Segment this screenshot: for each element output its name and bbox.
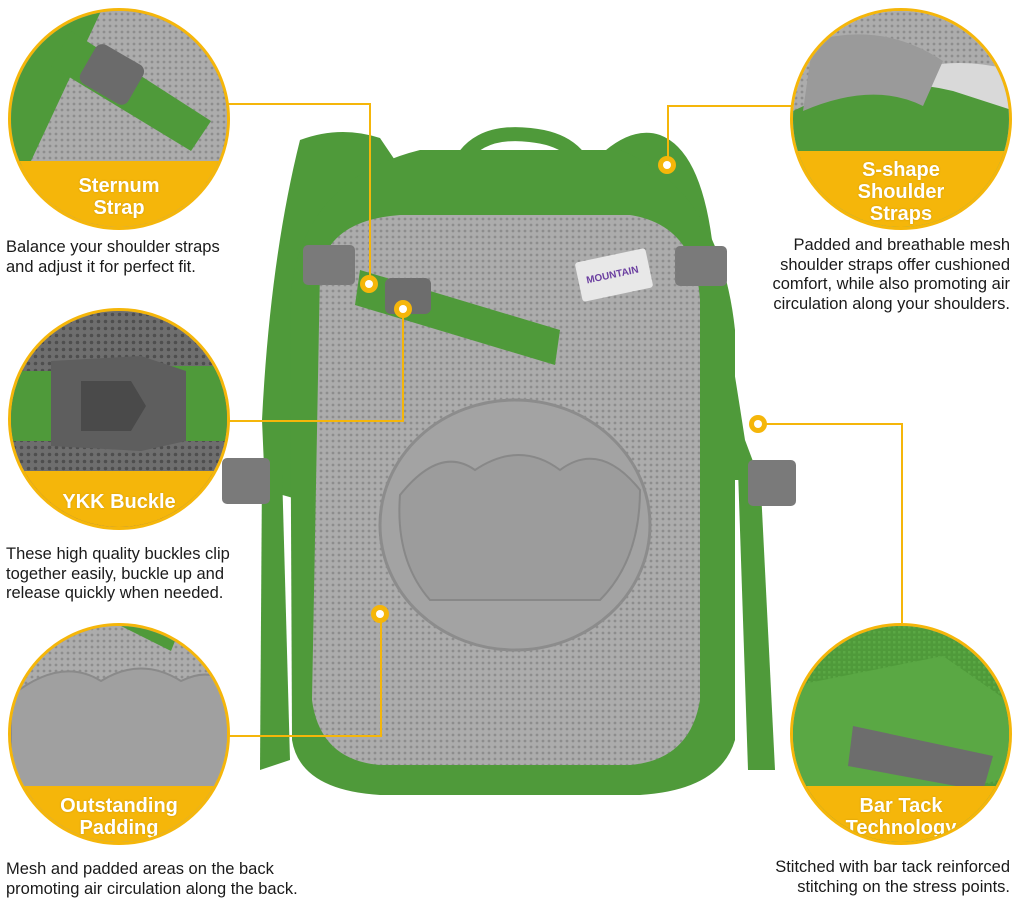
- padding-title-line1: Outstanding: [60, 795, 178, 817]
- ykk-buckle-zoom: YKK Buckle: [8, 308, 230, 530]
- padding-desc-line1: Mesh and padded areas on the back: [6, 860, 274, 878]
- hotspot-sternum[interactable]: [360, 275, 378, 293]
- bartack-desc-line2: stitching on the stress points.: [797, 877, 1010, 896]
- bar-tack-zoom: Bar Tack Technology: [790, 623, 1012, 845]
- shoulder-straps-description: Padded and breathable mesh shoulder stra…: [700, 236, 1010, 314]
- sternum-strap-description: Balance your shoulder straps and adjust …: [6, 238, 266, 277]
- padding-title-line2: Padding: [79, 817, 159, 839]
- leader-padding-h: [225, 735, 382, 737]
- padding-desc-line2: promoting air circulation along the back…: [6, 879, 298, 898]
- sternum-title-line1: Sternum: [78, 175, 160, 197]
- leader-sternum-v: [369, 103, 371, 283]
- padding-banner: Outstanding Padding: [11, 786, 227, 842]
- right-bottom-strap: [738, 470, 775, 770]
- bar-tack-banner: Bar Tack Technology: [793, 786, 1009, 842]
- shoulder-straps-zoom: S-shape Shoulder Straps: [790, 8, 1012, 230]
- hotspot-padding[interactable]: [371, 605, 389, 623]
- leader-buckle-h: [228, 420, 404, 422]
- leader-bartack-v: [901, 423, 903, 645]
- shoulder-desc-line4: circulation along your shoulders.: [773, 294, 1010, 313]
- ykk-buckle-description: These high quality buckles clip together…: [6, 545, 266, 604]
- leader-padding-v: [380, 615, 382, 737]
- shoulder-desc-line1: Padded and breathable mesh: [793, 236, 1011, 254]
- bar-tack-description: Stitched with bar tack reinforced stitch…: [700, 858, 1010, 897]
- bartack-title-line2: Technology: [845, 817, 957, 839]
- sternum-desc-line2: and adjust it for perfect fit.: [6, 257, 196, 276]
- bartack-desc-line1: Stitched with bar tack reinforced: [775, 858, 1010, 876]
- sternum-desc-line1: Balance your shoulder straps: [6, 238, 220, 256]
- leader-shoulder-v: [667, 105, 669, 165]
- shoulder-desc-line2: shoulder straps offer cushioned: [780, 255, 1010, 274]
- shoulder-title-line2: Shoulder: [857, 181, 945, 203]
- buckle-title-line1: YKK Buckle: [62, 491, 176, 513]
- left-bottom-strap: [260, 470, 290, 770]
- sternum-strap-banner: Sternum Strap: [11, 161, 227, 227]
- padding-zoom: Outstanding Padding: [8, 623, 230, 845]
- bartack-title-line1: Bar Tack: [859, 795, 943, 817]
- buckle-desc-line3: release quickly when needed.: [6, 584, 224, 602]
- hotspot-bartack[interactable]: [749, 415, 767, 433]
- leader-buckle-v: [402, 310, 404, 422]
- leader-shoulder-h: [668, 105, 796, 107]
- leader-bartack-h: [758, 423, 903, 425]
- sternum-strap-zoom: Sternum Strap: [8, 8, 230, 230]
- buckle-desc-line1: These high quality buckles clip: [6, 545, 230, 563]
- leader-sternum-h: [225, 103, 370, 105]
- shoulder-straps-banner: S-shape Shoulder Straps: [793, 151, 1009, 227]
- shoulder-desc-line3: comfort, while also promoting air: [772, 275, 1010, 293]
- ykk-buckle-banner: YKK Buckle: [11, 471, 227, 527]
- hotspot-buckle[interactable]: [394, 300, 412, 318]
- hotspot-shoulder[interactable]: [658, 156, 676, 174]
- buckle-desc-line2: together easily, buckle up and: [6, 564, 225, 583]
- shoulder-title-line3: Straps: [869, 203, 933, 225]
- padding-description: Mesh and padded areas on the back promot…: [6, 860, 366, 899]
- shoulder-title-line1: S-shape: [862, 159, 940, 181]
- sternum-title-line2: Strap: [93, 197, 145, 219]
